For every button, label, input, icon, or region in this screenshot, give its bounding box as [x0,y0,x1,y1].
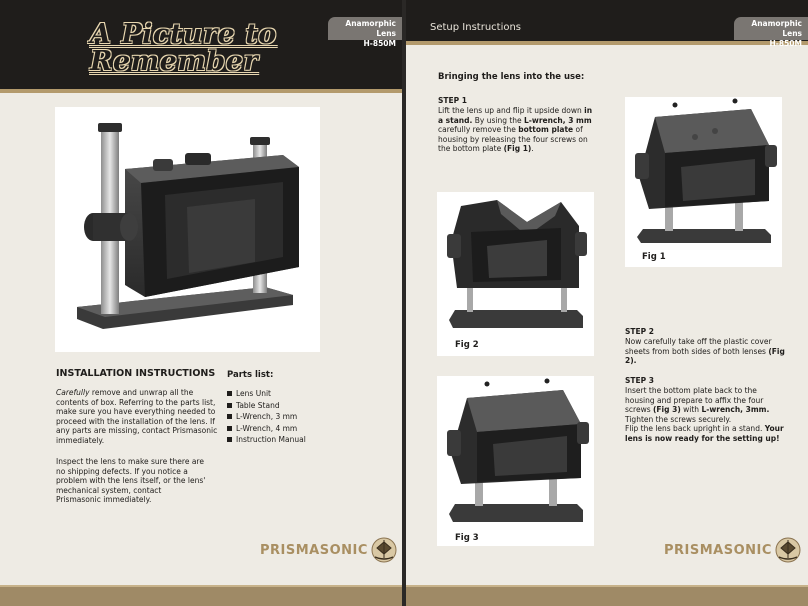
left-page: Anamorphic Lens H-850M A Picture to Reme… [0,0,402,606]
prismasonic-logo: PRISMASONIC [260,535,397,565]
step1-label: STEP 1 [438,96,467,105]
t: Flip the lens back upright in a stand. [625,424,765,433]
footer-bar [0,585,402,606]
list-item: Instruction Manual [227,434,306,446]
fig2-photo [437,192,594,356]
footer-bar [406,585,808,606]
fig2-caption: Fig 2 [455,340,479,350]
fig3-photo [437,376,594,546]
setup-instructions-title: Setup Instructions [430,22,522,33]
t: L-wrench, 3 mm [524,115,592,125]
logo-text: PRISMASONIC [664,542,772,558]
installation-paragraph-2: Inspect the lens to make sure there are … [56,457,206,505]
t: in a stand. [438,106,593,125]
tab-line-1: Anamorphic Lens [345,19,396,38]
carefully-text: Carefully [56,388,90,397]
t: with [680,405,702,415]
t: of housing by releasing the four screws … [438,125,588,154]
parts-heading: Parts list: [227,370,274,380]
step2-label: STEP 2 [625,327,654,336]
t: (Fig 1) [503,144,532,154]
page-gutter [402,0,406,606]
t: (Fig 2). [625,346,785,366]
tab-line-2: H-850M [769,39,802,48]
list-item: L-Wrench, 4 mm [227,423,306,435]
title-line-1: A Picture to [90,19,277,50]
step1-text: Lift the lens up and flip it upside down… [438,106,598,154]
fig3-caption: Fig 3 [455,533,479,543]
t: Now carefully take off the plastic cover… [625,337,772,356]
t: (Fig 3) [653,405,681,415]
ship-logo-icon [775,537,801,563]
list-item: Lens Unit [227,388,306,400]
t: By using the [472,115,525,125]
logo-text: PRISMASONIC [260,542,368,558]
t: Your lens is now ready for the setting u… [625,424,784,443]
step3-label: STEP 3 [625,376,654,385]
installation-heading: INSTALLATION INSTRUCTIONS [56,368,216,379]
p1-text: remove and unwrap all the contents of bo… [56,388,218,445]
t: bottom plate [518,125,574,135]
step4-text: Flip the lens back upright in a stand. Y… [625,424,787,443]
fig1-caption: Fig 1 [642,252,666,262]
installation-paragraph-1: Carefully remove and unwrap all the cont… [56,388,218,446]
t: . [531,144,534,154]
right-page: Setup Instructions Anamorphic Lens H-850… [406,0,808,606]
ship-logo-icon [371,537,397,563]
product-tab: Anamorphic Lens H-850M [734,17,808,48]
header-rule [0,89,402,93]
t: Insert the bottom plate back to the hous… [625,386,764,415]
tab-line-1: Anamorphic Lens [751,19,802,38]
header-rule [406,41,808,45]
fig1-photo [625,97,782,267]
tab-line-2: H-850M [363,39,396,48]
title-line-2: Remember [90,46,259,77]
list-item: Table Stand [227,400,306,412]
t: carefully remove the [438,125,519,135]
left-header [0,0,402,89]
product-tab: Anamorphic Lens H-850M [328,17,402,48]
list-item: L-Wrench, 3 mm [227,411,306,423]
step3-text: Insert the bottom plate back to the hous… [625,386,785,424]
t: Lift the lens up and flip it upside down [438,106,585,115]
section-heading: Bringing the lens into the use: [438,72,585,82]
t: L-wrench, 3mm. [701,405,770,415]
parts-list: Lens Unit Table Stand L-Wrench, 3 mm L-W… [227,388,306,446]
prismasonic-logo: PRISMASONIC [664,535,801,565]
step2-text: Now carefully take off the plastic cover… [625,337,785,366]
lens-product-photo [55,107,320,352]
t: Tighten the screws securely. [625,414,732,424]
